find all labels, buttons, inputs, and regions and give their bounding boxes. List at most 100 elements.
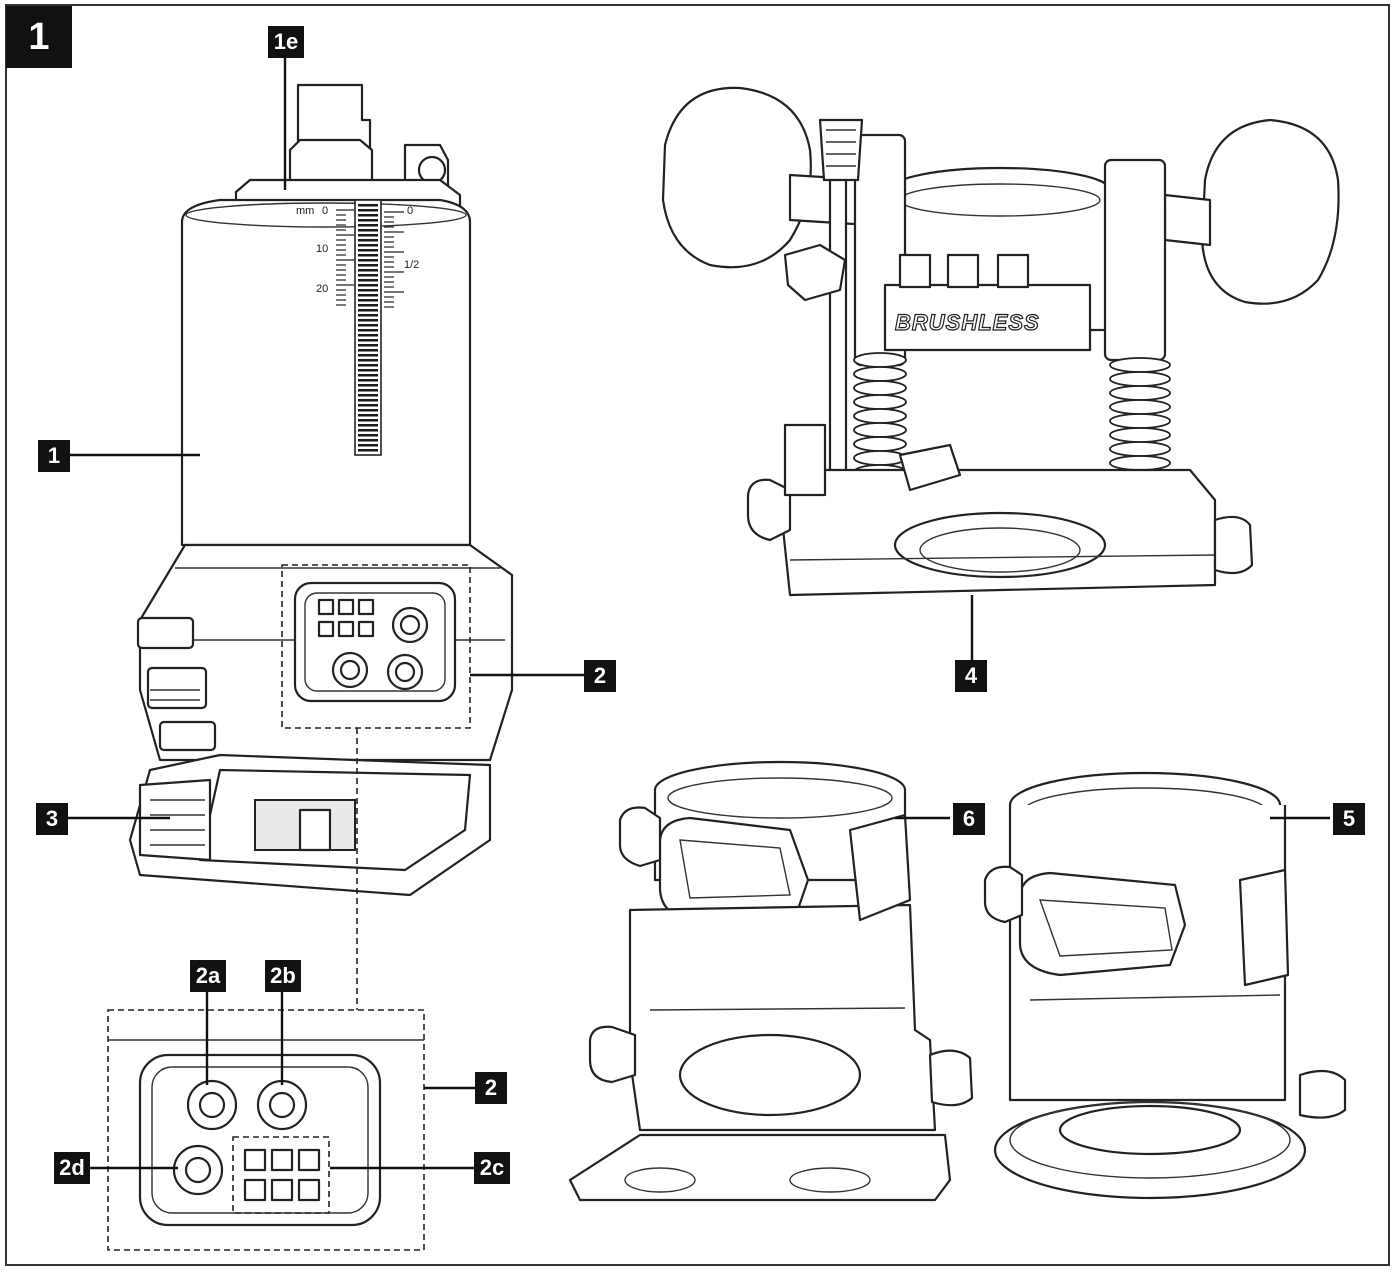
spring-coil (1109, 455, 1171, 471)
callout-2d: 2d (54, 1152, 90, 1184)
scale-rack-tooth (358, 399, 378, 402)
callout-3: 3 (36, 803, 68, 835)
scale-rack-tooth (358, 429, 378, 432)
callout-2: 2 (584, 660, 616, 692)
scale-rack-tooth (358, 389, 378, 392)
scale-rack-tooth (358, 239, 378, 242)
spring-coil (1109, 357, 1171, 373)
spring-coil (853, 366, 907, 382)
scale-rack-tooth (358, 329, 378, 332)
scale-rack-tooth (358, 354, 378, 357)
scale-rack-tooth (358, 414, 378, 417)
scale-rack-tooth (358, 294, 378, 297)
callout-2b: 2b (265, 960, 301, 992)
scale-rack-tooth (358, 319, 378, 322)
spring-coil (853, 352, 907, 368)
depth-scale (336, 204, 404, 452)
scale-rack-tooth (358, 234, 378, 237)
scale-rack-tooth (358, 279, 378, 282)
round-base (983, 771, 1347, 1200)
plunge-base: BRUSHLESS (661, 86, 1340, 597)
callout-6: 6 (953, 803, 985, 835)
scale-rack-tooth (358, 369, 378, 372)
fixed-base (568, 760, 974, 1202)
scale-rack-tooth (358, 364, 378, 367)
detail-frame (107, 1009, 425, 1251)
motor-unit: mm 0 10 20 0 1/2 (128, 83, 514, 897)
scale-right-value-half: 1/2 (404, 259, 419, 271)
spring-coil (853, 422, 907, 438)
scale-rack-tooth (358, 249, 378, 252)
scale-rack-tooth (358, 434, 378, 437)
scale-rack-tooth (358, 334, 378, 337)
scale-rack-tooth (358, 274, 378, 277)
panel-callout-box (281, 564, 471, 729)
spring-coil (853, 394, 907, 410)
scale-rack-tooth (358, 374, 378, 377)
spring-coil (853, 450, 907, 466)
scale-rack-tooth (358, 379, 378, 382)
scale-rack-tooth (358, 259, 378, 262)
scale-rack-tooth (358, 324, 378, 327)
spring-coil (1109, 371, 1171, 387)
scale-left-value-0: 0 (322, 205, 328, 217)
scale-rack-tooth (358, 419, 378, 422)
spring-coil (1109, 413, 1171, 429)
scale-rack-tooth (358, 444, 378, 447)
scale-rack-tooth (358, 394, 378, 397)
scale-rack-tooth (358, 449, 378, 452)
spring-coil (853, 408, 907, 424)
spring-coil (1109, 427, 1171, 443)
figure-border (5, 4, 1390, 1266)
control-panel-detail (107, 1009, 425, 1251)
scale-unit-label: mm (296, 205, 314, 217)
scale-rack-tooth (358, 409, 378, 412)
scale-rack-tooth (358, 264, 378, 267)
led-callout-box (232, 1136, 330, 1214)
scale-rack-tooth (358, 284, 378, 287)
callout-1e: 1e (268, 26, 304, 58)
scale-rack-tooth (358, 209, 378, 212)
brushless-marking: BRUSHLESS (895, 310, 1040, 335)
callout-4: 4 (955, 660, 987, 692)
scale-rack-tooth (358, 299, 378, 302)
figure-number-badge: 1 (6, 6, 72, 68)
scale-rack-tooth (358, 439, 378, 442)
scale-left-value-20: 20 (316, 283, 328, 295)
spring-coil (1109, 441, 1171, 457)
scale-rack-tooth (358, 219, 378, 222)
callout-2c: 2c (474, 1152, 510, 1184)
callout-2-detail: 2 (475, 1072, 507, 1104)
scale-rack-tooth (358, 359, 378, 362)
spring-left (853, 352, 907, 480)
scale-right-value-0: 0 (407, 205, 413, 217)
spring-coil (853, 380, 907, 396)
led-indicators (243, 1148, 321, 1202)
scale-rack-tooth (358, 309, 378, 312)
scale-rack-tooth (358, 339, 378, 342)
scale-rack-tooth (358, 224, 378, 227)
callout-2a: 2a (190, 960, 226, 992)
scale-rack-tooth (358, 349, 378, 352)
leader-lines (68, 55, 1330, 1170)
scale-rack-tooth (358, 314, 378, 317)
scale-rack-tooth (358, 304, 378, 307)
spring-coil (853, 436, 907, 452)
scale-rack-tooth (358, 384, 378, 387)
spring-coil (1109, 385, 1171, 401)
scale-rack-tooth (358, 269, 378, 272)
scale-rack-tooth (358, 244, 378, 247)
scale-rack-tooth (358, 404, 378, 407)
scale-rack-tooth (358, 254, 378, 257)
scale-rack-tooth (358, 214, 378, 217)
scale-rack-tooth (358, 344, 378, 347)
callout-1: 1 (38, 440, 70, 472)
spring-coil (1109, 399, 1171, 415)
scale-left-value-10: 10 (316, 243, 328, 255)
scale-rack-tooth (358, 289, 378, 292)
callout-5: 5 (1333, 803, 1365, 835)
vent-slats-left (136, 616, 217, 752)
scale-rack-tooth (358, 424, 378, 427)
